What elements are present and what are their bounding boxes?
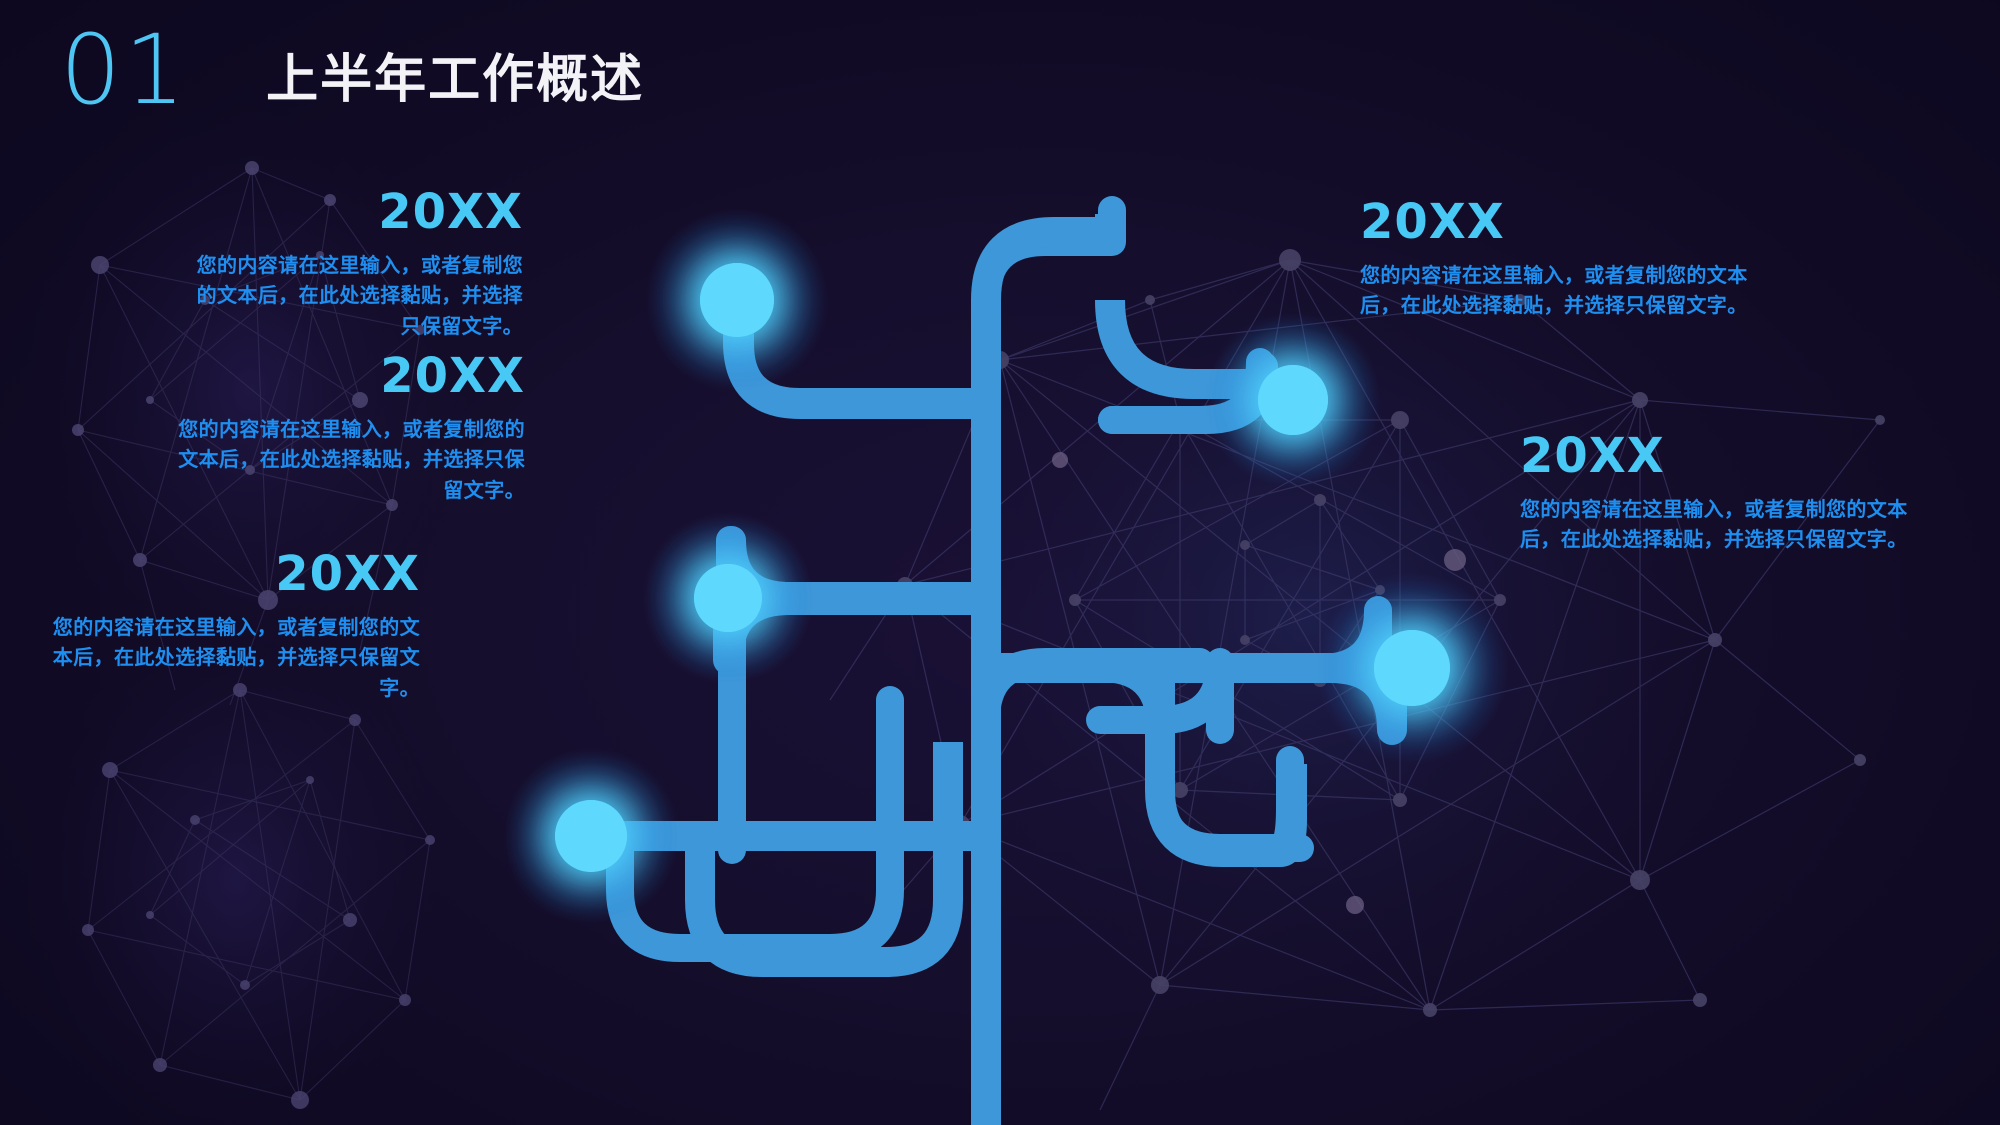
- page-title: 上半年工作概述: [266, 50, 645, 110]
- tree-branch-left-upper: [726, 286, 1000, 416]
- info-block-2-body: 您的内容请在这里输入，或者复制您的文本后，在此处选择黏贴，并选择只保留文字。: [178, 417, 525, 502]
- tree-branch-left-mid: [718, 526, 1000, 614]
- info-block-2-year: 20XX: [380, 348, 525, 404]
- tree-branch-right-hook: [1196, 746, 1304, 862]
- tree-branch-right-mid-stub: [1086, 648, 1234, 744]
- tree-node-4: [1205, 312, 1381, 488]
- tree-node-2: [642, 512, 814, 684]
- tree-branch-left-hook: [606, 686, 904, 962]
- tree-node-5: [1316, 572, 1508, 764]
- info-block-3-year: 20XX: [275, 546, 420, 602]
- info-block-1-body: 您的内容请在这里输入，或者复制您的文本后，在此处选择黏贴，并选择只保留文字。: [196, 253, 523, 338]
- info-block-2: 20XX 您的内容请在这里输入，或者复制您的文本后，在此处选择黏贴，并选择只保留…: [160, 352, 525, 505]
- tree-branch-right-lower: [1086, 654, 1314, 862]
- tree-node-1: [645, 208, 829, 392]
- tree-trunk: [972, 648, 1214, 1125]
- tree-node-3: [503, 748, 679, 924]
- info-block-5-body: 您的内容请在这里输入，或者复制您的文本后，在此处选择黏贴，并选择只保留文字。: [1520, 497, 1908, 552]
- info-block-4: 20XX 您的内容请在这里输入，或者复制您的文本后，在此处选择黏贴，并选择只保留…: [1360, 198, 1780, 321]
- info-block-1: 20XX 您的内容请在这里输入，或者复制您的文本后，在此处选择黏贴，并选择只保留…: [188, 188, 523, 341]
- info-block-4-body: 您的内容请在这里输入，或者复制您的文本后，在此处选择黏贴，并选择只保留文字。: [1360, 263, 1748, 318]
- info-block-4-year: 20XX: [1360, 194, 1505, 250]
- tree-branch-right-upper-b: [1098, 352, 1278, 434]
- tree-branch-center-up: [972, 196, 1126, 734]
- tree-branch-right-upper: [1098, 348, 1274, 434]
- info-block-3-body: 您的内容请在这里输入，或者复制您的文本后，在此处选择黏贴，并选择只保留文字。: [52, 615, 420, 700]
- info-block-5: 20XX 您的内容请在这里输入，或者复制您的文本后，在此处选择黏贴，并选择只保留…: [1520, 432, 1910, 555]
- section-number: 01: [60, 14, 189, 126]
- tree-branch-left-mid-stub: [716, 526, 1000, 614]
- info-block-5-year: 20XX: [1520, 428, 1665, 484]
- slide-header: 01 上半年工作概述: [60, 22, 644, 118]
- tree-branch-right-long-a: [1096, 596, 1434, 682]
- info-block-1-year: 20XX: [378, 184, 523, 240]
- info-block-3: 20XX 您的内容请在这里输入，或者复制您的文本后，在此处选择黏贴，并选择只保留…: [50, 550, 420, 703]
